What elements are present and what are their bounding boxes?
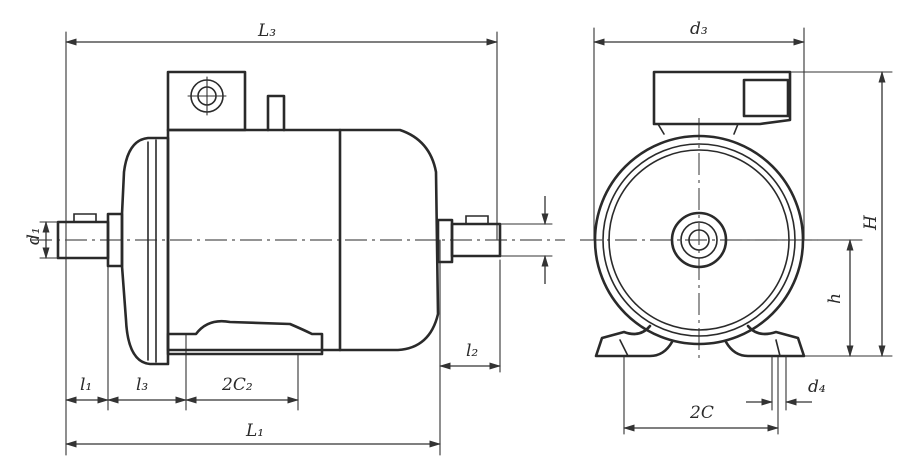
lifting-eye — [266, 94, 286, 132]
left-front-foot — [594, 324, 674, 358]
label-l2: l₂ — [466, 341, 478, 361]
shaft-end-center — [688, 229, 710, 251]
label-l1-overall: L₁ — [245, 421, 264, 441]
right-bearing-collar — [436, 218, 454, 264]
label-2c: 2C — [689, 403, 714, 423]
label-d4: d₄ — [808, 377, 826, 397]
motor-body-ring — [602, 143, 796, 337]
shaft-end-icon — [680, 221, 718, 259]
label-l1: l₁ — [80, 375, 92, 395]
mounting-foot — [166, 319, 324, 356]
label-axis-height: h — [825, 293, 845, 304]
label-2c2: 2C₂ — [221, 375, 253, 395]
terminal-box — [166, 70, 247, 132]
foot-hole — [775, 339, 781, 357]
rear-end-shield — [120, 136, 170, 366]
front-view: d₃ H h 2C d₄ — [580, 19, 893, 435]
left-shaft-key — [73, 213, 97, 223]
foot-hole — [619, 339, 629, 357]
terminal-box-foot — [657, 123, 665, 135]
label-h-overall: H — [861, 214, 881, 231]
label-d3: d₃ — [690, 19, 708, 39]
front-terminal-box — [652, 70, 792, 126]
label-l3-foot: l₃ — [136, 375, 148, 395]
motor-body-ring-inner — [608, 149, 790, 331]
terminal-box-foot — [733, 123, 739, 135]
front-cable-gland — [742, 78, 790, 118]
right-shaft-key — [465, 215, 489, 225]
label-d1: d₁ — [24, 227, 44, 245]
side-view: L₃ d₁ l₂ l₁ l₃ 2C₂ L₁ — [24, 21, 565, 456]
label-l3: L₃ — [257, 21, 276, 41]
motor-body-outline — [593, 134, 805, 346]
bearing-cap — [670, 211, 728, 269]
right-front-foot — [724, 324, 806, 358]
